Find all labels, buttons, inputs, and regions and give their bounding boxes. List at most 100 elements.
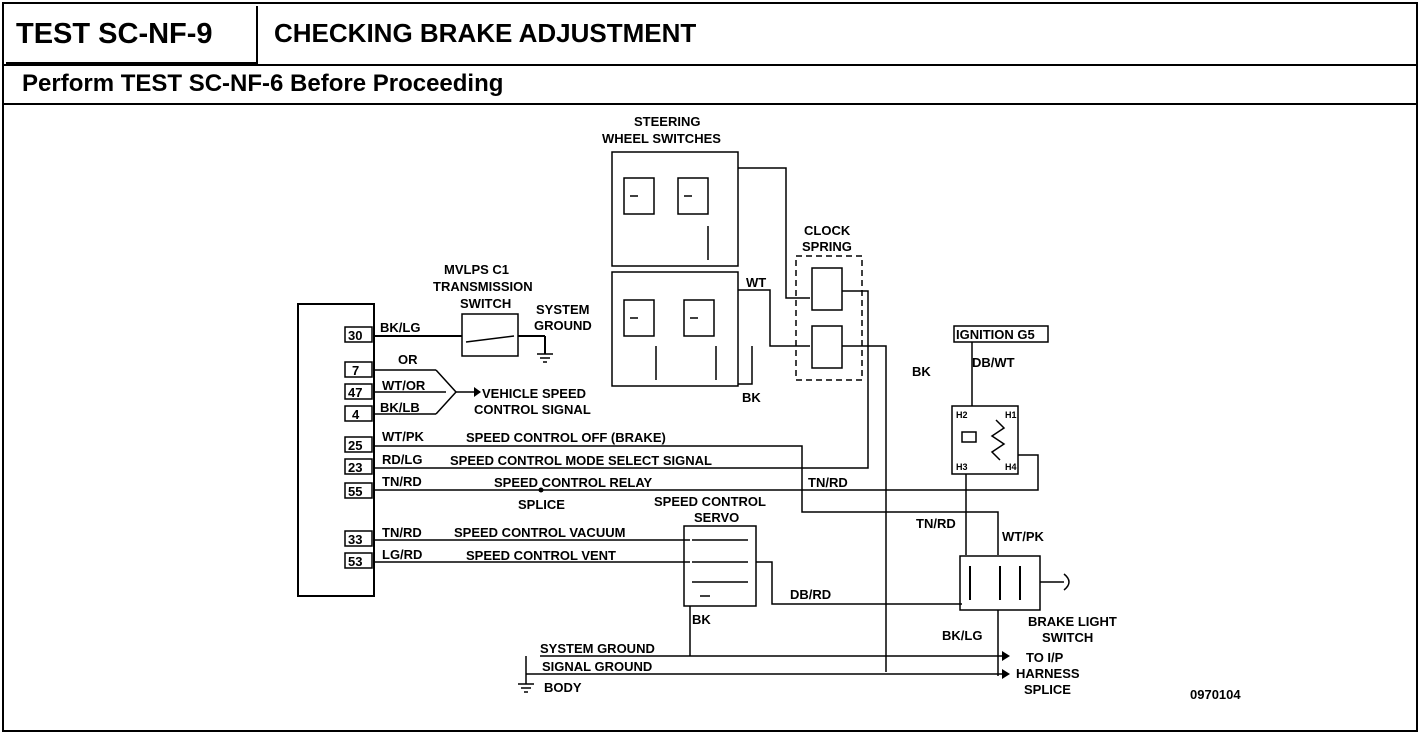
switch-pod-lower bbox=[611, 271, 739, 387]
desc-55: SPEED CONTROL RELAY bbox=[494, 475, 653, 490]
ignition-box bbox=[953, 325, 1049, 343]
wire-label-bk-1: BK bbox=[742, 390, 761, 405]
svg-text:47: 47 bbox=[348, 385, 362, 400]
steering-label-2: WHEEL SWITCHES bbox=[602, 131, 721, 146]
pin-33: 33 bbox=[344, 530, 373, 547]
mvlps-label-3: SWITCH bbox=[460, 296, 511, 311]
svg-text:53: 53 bbox=[348, 554, 362, 569]
clock-spring-coil-2 bbox=[811, 325, 843, 369]
pin-7: 7 bbox=[344, 361, 373, 378]
pin-4: 4 bbox=[344, 405, 373, 422]
switch-pod-upper bbox=[611, 151, 739, 267]
steering-wire-bk bbox=[738, 346, 753, 385]
switch-upper-1 bbox=[623, 177, 655, 215]
switch-upper-2 bbox=[677, 177, 709, 215]
desc-25: SPEED CONTROL OFF (BRAKE) bbox=[466, 430, 666, 445]
splice-dot bbox=[538, 487, 544, 493]
system-ground-top-2: GROUND bbox=[534, 318, 592, 333]
pin-30: 30 bbox=[344, 326, 373, 343]
vehicle-speed-label-1: VEHICLE SPEED bbox=[482, 386, 586, 401]
switch-lower-2 bbox=[683, 299, 715, 337]
clock-spring-coil-1 bbox=[811, 267, 843, 311]
relay bbox=[951, 405, 1019, 475]
wire-label-db-wt: DB/WT bbox=[972, 355, 1015, 370]
ground-icon bbox=[537, 353, 553, 363]
relay-contact bbox=[961, 431, 977, 443]
system-ground-top-1: SYSTEM bbox=[536, 302, 589, 317]
brake-light-label-2: SWITCH bbox=[1042, 630, 1093, 645]
servo bbox=[683, 525, 757, 607]
to-ip-label-3: SPLICE bbox=[1024, 682, 1071, 697]
pin-55: 55 bbox=[344, 482, 373, 499]
steering-wire-wt bbox=[738, 289, 810, 347]
or-label: OR bbox=[398, 352, 418, 367]
wire-25 bbox=[374, 445, 999, 555]
servo-label-2: SERVO bbox=[694, 510, 739, 525]
page-subtitle: Perform TEST SC-NF-6 Before Proceeding bbox=[22, 70, 504, 97]
wire-label-25: WT/PK bbox=[382, 429, 424, 444]
figure-code: 0970104 bbox=[1190, 687, 1241, 702]
test-id-box: TEST SC-NF-9 bbox=[6, 6, 258, 64]
wire-label-23: RD/LG bbox=[382, 452, 422, 467]
svg-text:33: 33 bbox=[348, 532, 362, 547]
clock-spring-label-2: SPRING bbox=[802, 239, 852, 254]
relay-h1: H1 bbox=[1005, 410, 1017, 420]
transmission-switch bbox=[461, 313, 519, 357]
mvlps-label-2: TRANSMISSION bbox=[433, 279, 533, 294]
svg-text:7: 7 bbox=[352, 363, 359, 378]
signal-ground-label: SIGNAL GROUND bbox=[542, 659, 652, 674]
wire-label-bk-2: BK bbox=[912, 364, 931, 379]
divider bbox=[4, 64, 1416, 66]
svg-text:4: 4 bbox=[352, 407, 360, 422]
steering-wire-upper bbox=[738, 167, 810, 299]
clock-spring-label-1: CLOCK bbox=[804, 223, 851, 238]
wire-label-53: LG/RD bbox=[382, 547, 422, 562]
relay-h3: H3 bbox=[956, 462, 968, 472]
pin-23: 23 bbox=[344, 458, 373, 475]
desc-53: SPEED CONTROL VENT bbox=[466, 548, 616, 563]
brake-switch-contacts bbox=[969, 566, 1070, 600]
switch-contact bbox=[465, 335, 515, 343]
pin-25: 25 bbox=[344, 436, 373, 453]
arrow-head bbox=[474, 387, 481, 397]
wire-label-tn-rd-right: TN/RD bbox=[916, 516, 956, 531]
wire-label-wt-pk: WT/PK bbox=[1002, 529, 1044, 544]
wire-label-tn-rd: TN/RD bbox=[808, 475, 848, 490]
brake-light-label-1: BRAKE LIGHT bbox=[1028, 614, 1117, 629]
wire-label-bk-lg: BK/LG bbox=[942, 628, 982, 643]
wire-label-47: WT/OR bbox=[382, 378, 426, 393]
svg-text:30: 30 bbox=[348, 328, 362, 343]
arrow-head bbox=[1002, 669, 1010, 679]
to-ip-label-1: TO I/P bbox=[1026, 650, 1064, 665]
wire-label-db-rd: DB/RD bbox=[790, 587, 831, 602]
servo-db-rd-wire bbox=[756, 561, 962, 605]
clock-spring-bk-wire bbox=[842, 345, 887, 672]
body-label: BODY bbox=[544, 680, 582, 695]
desc-33: SPEED CONTROL VACUUM bbox=[454, 525, 625, 540]
body-ground-icon bbox=[518, 683, 534, 693]
pin-53: 53 bbox=[344, 552, 373, 569]
relay-h4: H4 bbox=[1005, 462, 1017, 472]
brake-light-switch bbox=[959, 555, 1041, 611]
wire-label-4: BK/LB bbox=[380, 400, 420, 415]
wire-55 bbox=[374, 454, 1039, 491]
wire-label-33: TN/RD bbox=[382, 525, 422, 540]
switch-lower-1 bbox=[623, 299, 655, 337]
ignition-label: IGNITION G5 bbox=[956, 327, 1035, 342]
relay-h2: H2 bbox=[956, 410, 968, 420]
page-title: CHECKING BRAKE ADJUSTMENT bbox=[274, 18, 697, 48]
mvlps-label-1: MVLPS C1 bbox=[444, 262, 509, 277]
system-ground-label: SYSTEM GROUND bbox=[540, 641, 655, 656]
arrow-head bbox=[1002, 651, 1010, 661]
svg-text:55: 55 bbox=[348, 484, 362, 499]
wire-label-30: BK/LG bbox=[380, 320, 420, 335]
desc-23: SPEED CONTROL MODE SELECT SIGNAL bbox=[450, 453, 712, 468]
wire-label-55: TN/RD bbox=[382, 474, 422, 489]
servo-coils bbox=[692, 539, 748, 597]
splice-label: SPLICE bbox=[518, 497, 565, 512]
svg-text:25: 25 bbox=[348, 438, 362, 453]
divider bbox=[4, 103, 1416, 105]
steering-label-1: STEERING bbox=[634, 114, 700, 129]
wire-label-bk-3: BK bbox=[692, 612, 711, 627]
